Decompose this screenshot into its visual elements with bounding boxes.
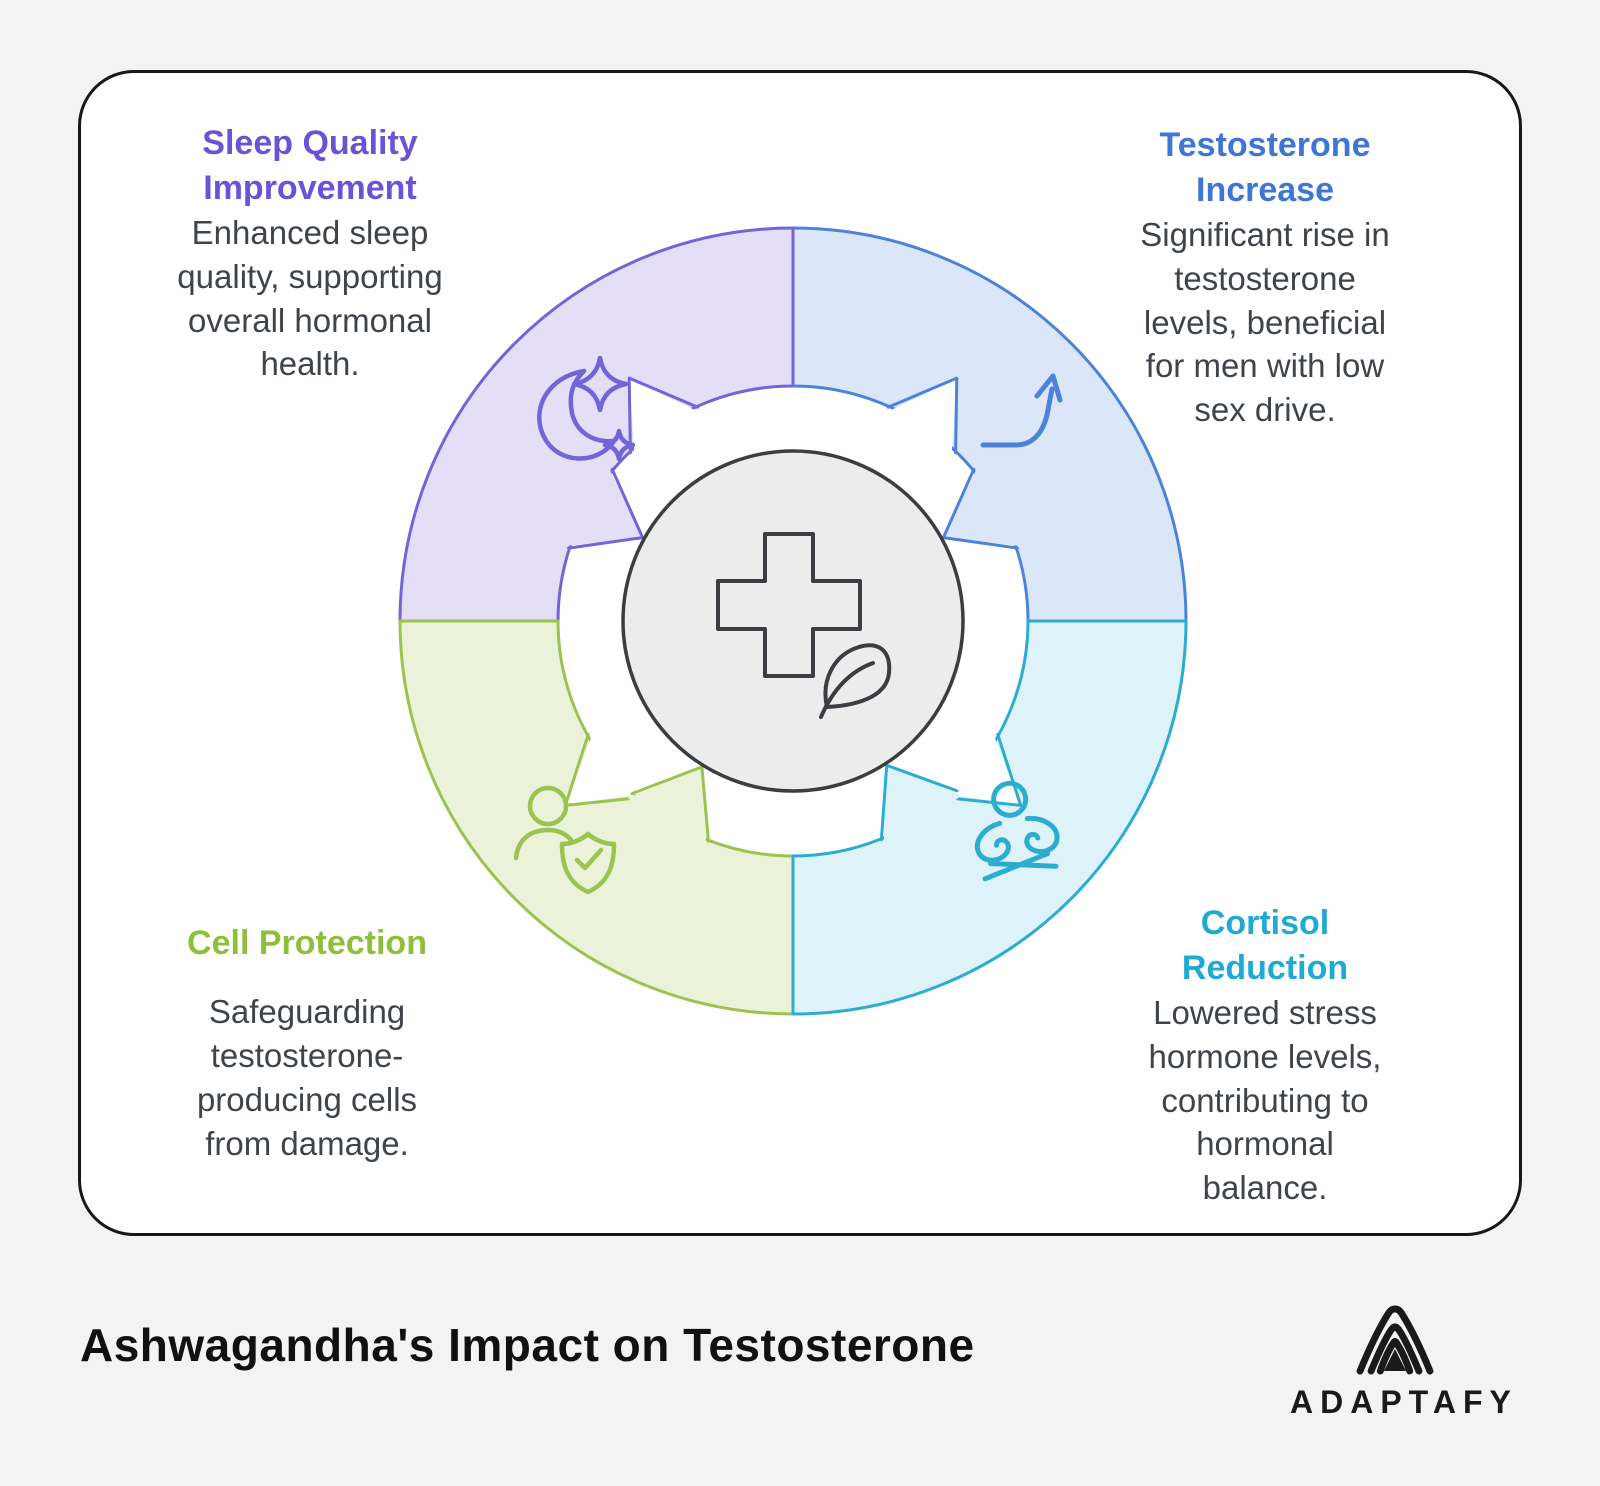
ring-spike-edge-testosterone-increase [886, 376, 959, 455]
quadrant-description: Enhanced sleep quality, supporting overa… [177, 213, 443, 383]
diagram-card: Sleep Quality Improvement Enhanced sleep… [78, 70, 1522, 1236]
quadrant-title: Cell Protection [187, 924, 427, 962]
medical-cross-leaf-icon [716, 532, 892, 719]
ring-wedge-edge-sleep-quality [567, 467, 645, 550]
quadrant-title: Testosterone Increase [1159, 126, 1371, 209]
quadrant-label-cortisol-reduction: Cortisol Reduction Lowered stress hormon… [1105, 901, 1425, 1210]
brand-name: ADAPTAFY [1290, 1384, 1518, 1420]
meditation-icon [974, 780, 1060, 882]
quadrant-title: Cortisol Reduction [1181, 904, 1349, 987]
center-circle [621, 449, 965, 793]
quadrant-description: Lowered stress hormone levels, contribut… [1148, 993, 1382, 1207]
ring-wedge-cell-protection [628, 766, 707, 847]
quadrant-ring [398, 226, 1188, 1016]
ring-wedge-edge-testosterone-increase [941, 467, 1019, 550]
quadrant-label-cell-protection: Cell Protection Safeguarding testosteron… [147, 921, 467, 1165]
ring-spike-testosterone-increase [885, 378, 957, 457]
quadrant-description: Safeguarding testosterone- producing cel… [196, 992, 418, 1162]
person-shield-icon [513, 785, 617, 895]
ring-spike-cell-protection [565, 731, 644, 806]
moon-stars-icon [537, 355, 636, 462]
ring-wedge-testosterone-increase [943, 465, 1024, 547]
quadrant-ring-diagram [398, 226, 1188, 1016]
ring-wedge-cortisol-reduction [883, 765, 962, 846]
ring-spike-edge-sleep-quality [627, 376, 700, 455]
ring-spike-edge-cortisol-reduction [945, 732, 1023, 807]
ring-wedge-edge-cortisol-reduction [879, 763, 959, 842]
quadrant-label-sleep-quality: Sleep Quality Improvement Enhanced sleep… [150, 121, 470, 386]
quadrant-description: Significant rise in testosterone levels,… [1140, 215, 1390, 429]
adaptafy-logo-icon [1356, 1305, 1434, 1375]
ring-wedge-sleep-quality [562, 465, 643, 547]
page-title: Ashwagandha's Impact on Testosterone [80, 1319, 975, 1371]
ring-spike-sleep-quality [629, 378, 701, 457]
quadrant-title: Sleep Quality Improvement [202, 124, 418, 207]
quadrant-label-testosterone-increase: Testosterone Increase Significant rise i… [1105, 123, 1425, 432]
trend-up-arrow-icon [980, 373, 1063, 448]
brand-block: ADAPTAFY [1290, 1298, 1518, 1421]
ring-wedge-edge-cell-protection [630, 765, 710, 843]
